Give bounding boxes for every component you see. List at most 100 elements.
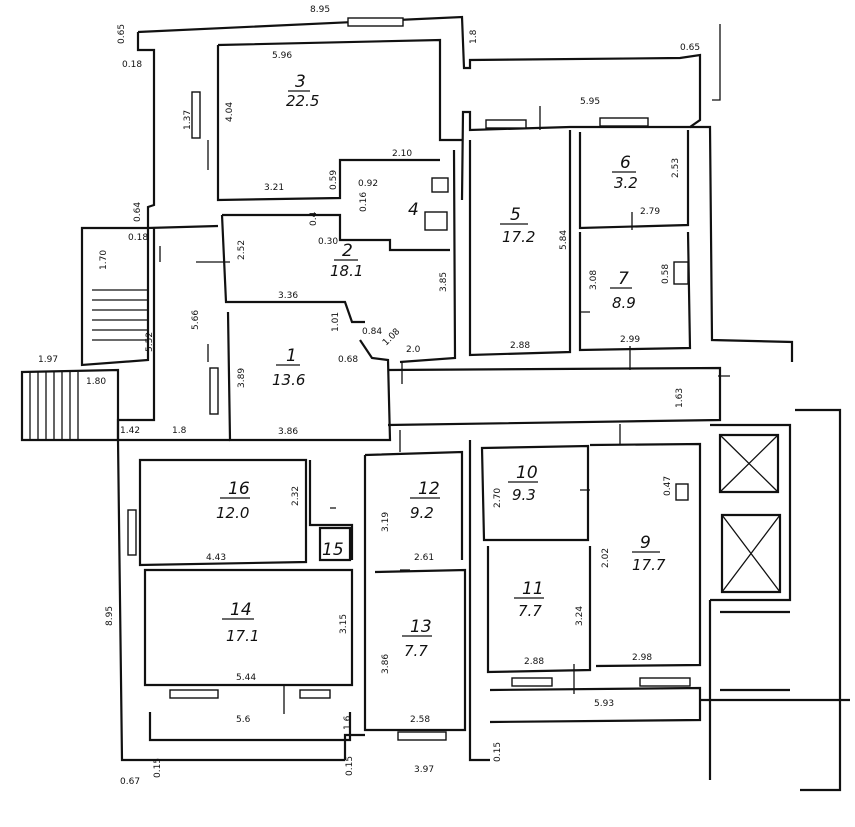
dim-r13-bottom: 2.58	[410, 715, 430, 725]
room-10-number: 11	[522, 579, 544, 599]
dim-corridor-top-right: 1.8	[469, 29, 479, 44]
dim-entry-b: 1.8	[172, 426, 187, 436]
dim-top-overall: 8.95	[310, 5, 330, 15]
dim-r7-small: 0.58	[661, 264, 671, 284]
dim-r10-height: 3.24	[575, 606, 585, 626]
dim-r16-bottom: 4.43	[206, 553, 226, 563]
room-12-area: 9.2	[410, 504, 434, 522]
dim-r12-height: 3.19	[381, 512, 391, 532]
dim-r16-side: 2.32	[291, 486, 301, 506]
dim-wall-left-a: 0.64	[133, 202, 143, 222]
dim-left-overall: 8.95	[105, 606, 115, 626]
dim-bottom-d: 0.15	[493, 742, 503, 762]
dim-r14-outer: 5.6	[236, 715, 251, 725]
dim-r4-top: 2.10	[392, 149, 412, 159]
dim-corridor-side: 1.63	[675, 388, 685, 408]
room-7-area: 8.9	[612, 294, 636, 312]
room-2-number: 2	[342, 241, 353, 261]
dim-r7-bottom: 2.99	[620, 335, 640, 345]
dim-r3-height: 4.04	[225, 102, 235, 122]
dim-r2-small-b: 0.30	[318, 237, 338, 247]
dim-r3-width: 5.96	[272, 51, 292, 61]
dim-r14-height: 3.15	[339, 614, 349, 634]
dim-bottom-c: 0.15	[345, 756, 355, 776]
door-ticks	[159, 106, 730, 740]
dim-r6-bottom: 2.79	[640, 207, 660, 217]
room-6-area: 3.2	[614, 174, 638, 192]
dim-r1-d: 0.68	[338, 355, 358, 365]
dim-r1-width: 3.86	[278, 427, 298, 437]
dim-r6-height: 2.53	[671, 158, 681, 178]
dim-entry-a: 1.42	[120, 426, 140, 436]
room-9-area: 17.7	[632, 556, 666, 574]
dim-r1-b: 0.84	[362, 327, 382, 337]
dim-stair-top: 0.18	[128, 233, 148, 243]
dim-r13-height: 3.86	[381, 654, 391, 674]
room-labels: 3 22.5 4 2 18.1 1 13.6 5 17.2 6 3.2 7 8.…	[216, 72, 666, 660]
room-13-area: 7.7	[404, 642, 428, 660]
dim-bottom-b: 0.15	[153, 758, 163, 778]
room-5-area: 17.2	[502, 228, 535, 246]
dim-r1-a: 1.01	[331, 312, 341, 332]
room-11-area: 9.3	[512, 486, 536, 504]
dim-r9-bottom: 2.98	[632, 653, 652, 663]
dim-bottom-right: 5.93	[594, 699, 614, 709]
dim-r5-width: 5.95	[580, 97, 600, 107]
walls	[20, 15, 850, 792]
dim-stair-side: 5.66	[191, 310, 201, 330]
dim-stair-low: 5.52	[145, 332, 155, 352]
dim-r3-bottom: 3.21	[264, 183, 284, 193]
room-7-number: 7	[618, 269, 629, 289]
room-14-number: 14	[230, 600, 252, 620]
room-3-number: 3	[295, 72, 306, 92]
dim-r5-bottom: 2.88	[510, 341, 530, 351]
dim-r4-height-a: 0.59	[329, 170, 339, 190]
dim-r9-small: 0.47	[663, 476, 673, 496]
room-16-number: 16	[228, 479, 250, 499]
dim-r2-small-a: 0.4	[309, 211, 319, 226]
dim-r12-bottom: 2.61	[414, 553, 434, 563]
dim-r14-bottom: 5.44	[236, 673, 256, 683]
dim-r1-height: 3.89	[237, 368, 247, 388]
room-2-area: 18.1	[330, 262, 363, 280]
room-10-area: 7.7	[518, 602, 542, 620]
dim-r7-height: 3.08	[589, 270, 599, 290]
room-1-area: 13.6	[272, 371, 305, 389]
dim-r11-height: 2.70	[493, 488, 503, 508]
room-4-number: 4	[408, 200, 419, 220]
room-3-area: 22.5	[286, 92, 319, 110]
dim-bottom-overall: 3.97	[414, 765, 434, 775]
dim-right-top-wall: 0.65	[680, 43, 700, 53]
room-15-number: 15	[322, 540, 344, 560]
dimension-labels: 8.95 0.65 0.18 5.96 1.37 4.04 1.8 3.21 0…	[38, 5, 700, 787]
dim-r2-width: 3.36	[278, 291, 298, 301]
dim-r3-window-height: 1.37	[183, 110, 193, 130]
room-13-number: 13	[410, 617, 432, 637]
dim-top-left-offset: 0.18	[122, 60, 142, 70]
room-5-number: 5	[510, 205, 521, 225]
dim-stair-width: 1.70	[99, 250, 109, 270]
dim-r2-right: 3.85	[439, 272, 449, 292]
room-11-number: 10	[516, 463, 538, 483]
dim-r14-outer-side: 1.6	[343, 715, 353, 730]
dim-r2-left-height: 2.52	[237, 240, 247, 260]
dim-r1-e: 2.0	[406, 345, 421, 355]
room-14-area: 17.1	[226, 627, 259, 645]
dim-entry-width: 1.80	[86, 377, 106, 387]
windows	[127, 17, 691, 741]
dim-r5-height: 5.84	[559, 230, 569, 250]
room-9-number: 9	[640, 533, 651, 553]
dim-r9-left: 2.02	[601, 548, 611, 568]
dim-entry-left: 1.97	[38, 355, 58, 365]
dim-r10-bottom: 2.88	[524, 657, 544, 667]
room-1-number: 1	[286, 346, 297, 366]
dim-r1-c: 1.08	[381, 327, 402, 348]
dim-bottom-a: 0.67	[120, 777, 140, 787]
dim-r4-side: 0.16	[359, 192, 369, 212]
room-16-area: 12.0	[216, 504, 249, 522]
dim-top-left-wall: 0.65	[117, 24, 127, 44]
dim-r4-width: 0.92	[358, 179, 378, 189]
room-12-number: 12	[418, 479, 440, 499]
